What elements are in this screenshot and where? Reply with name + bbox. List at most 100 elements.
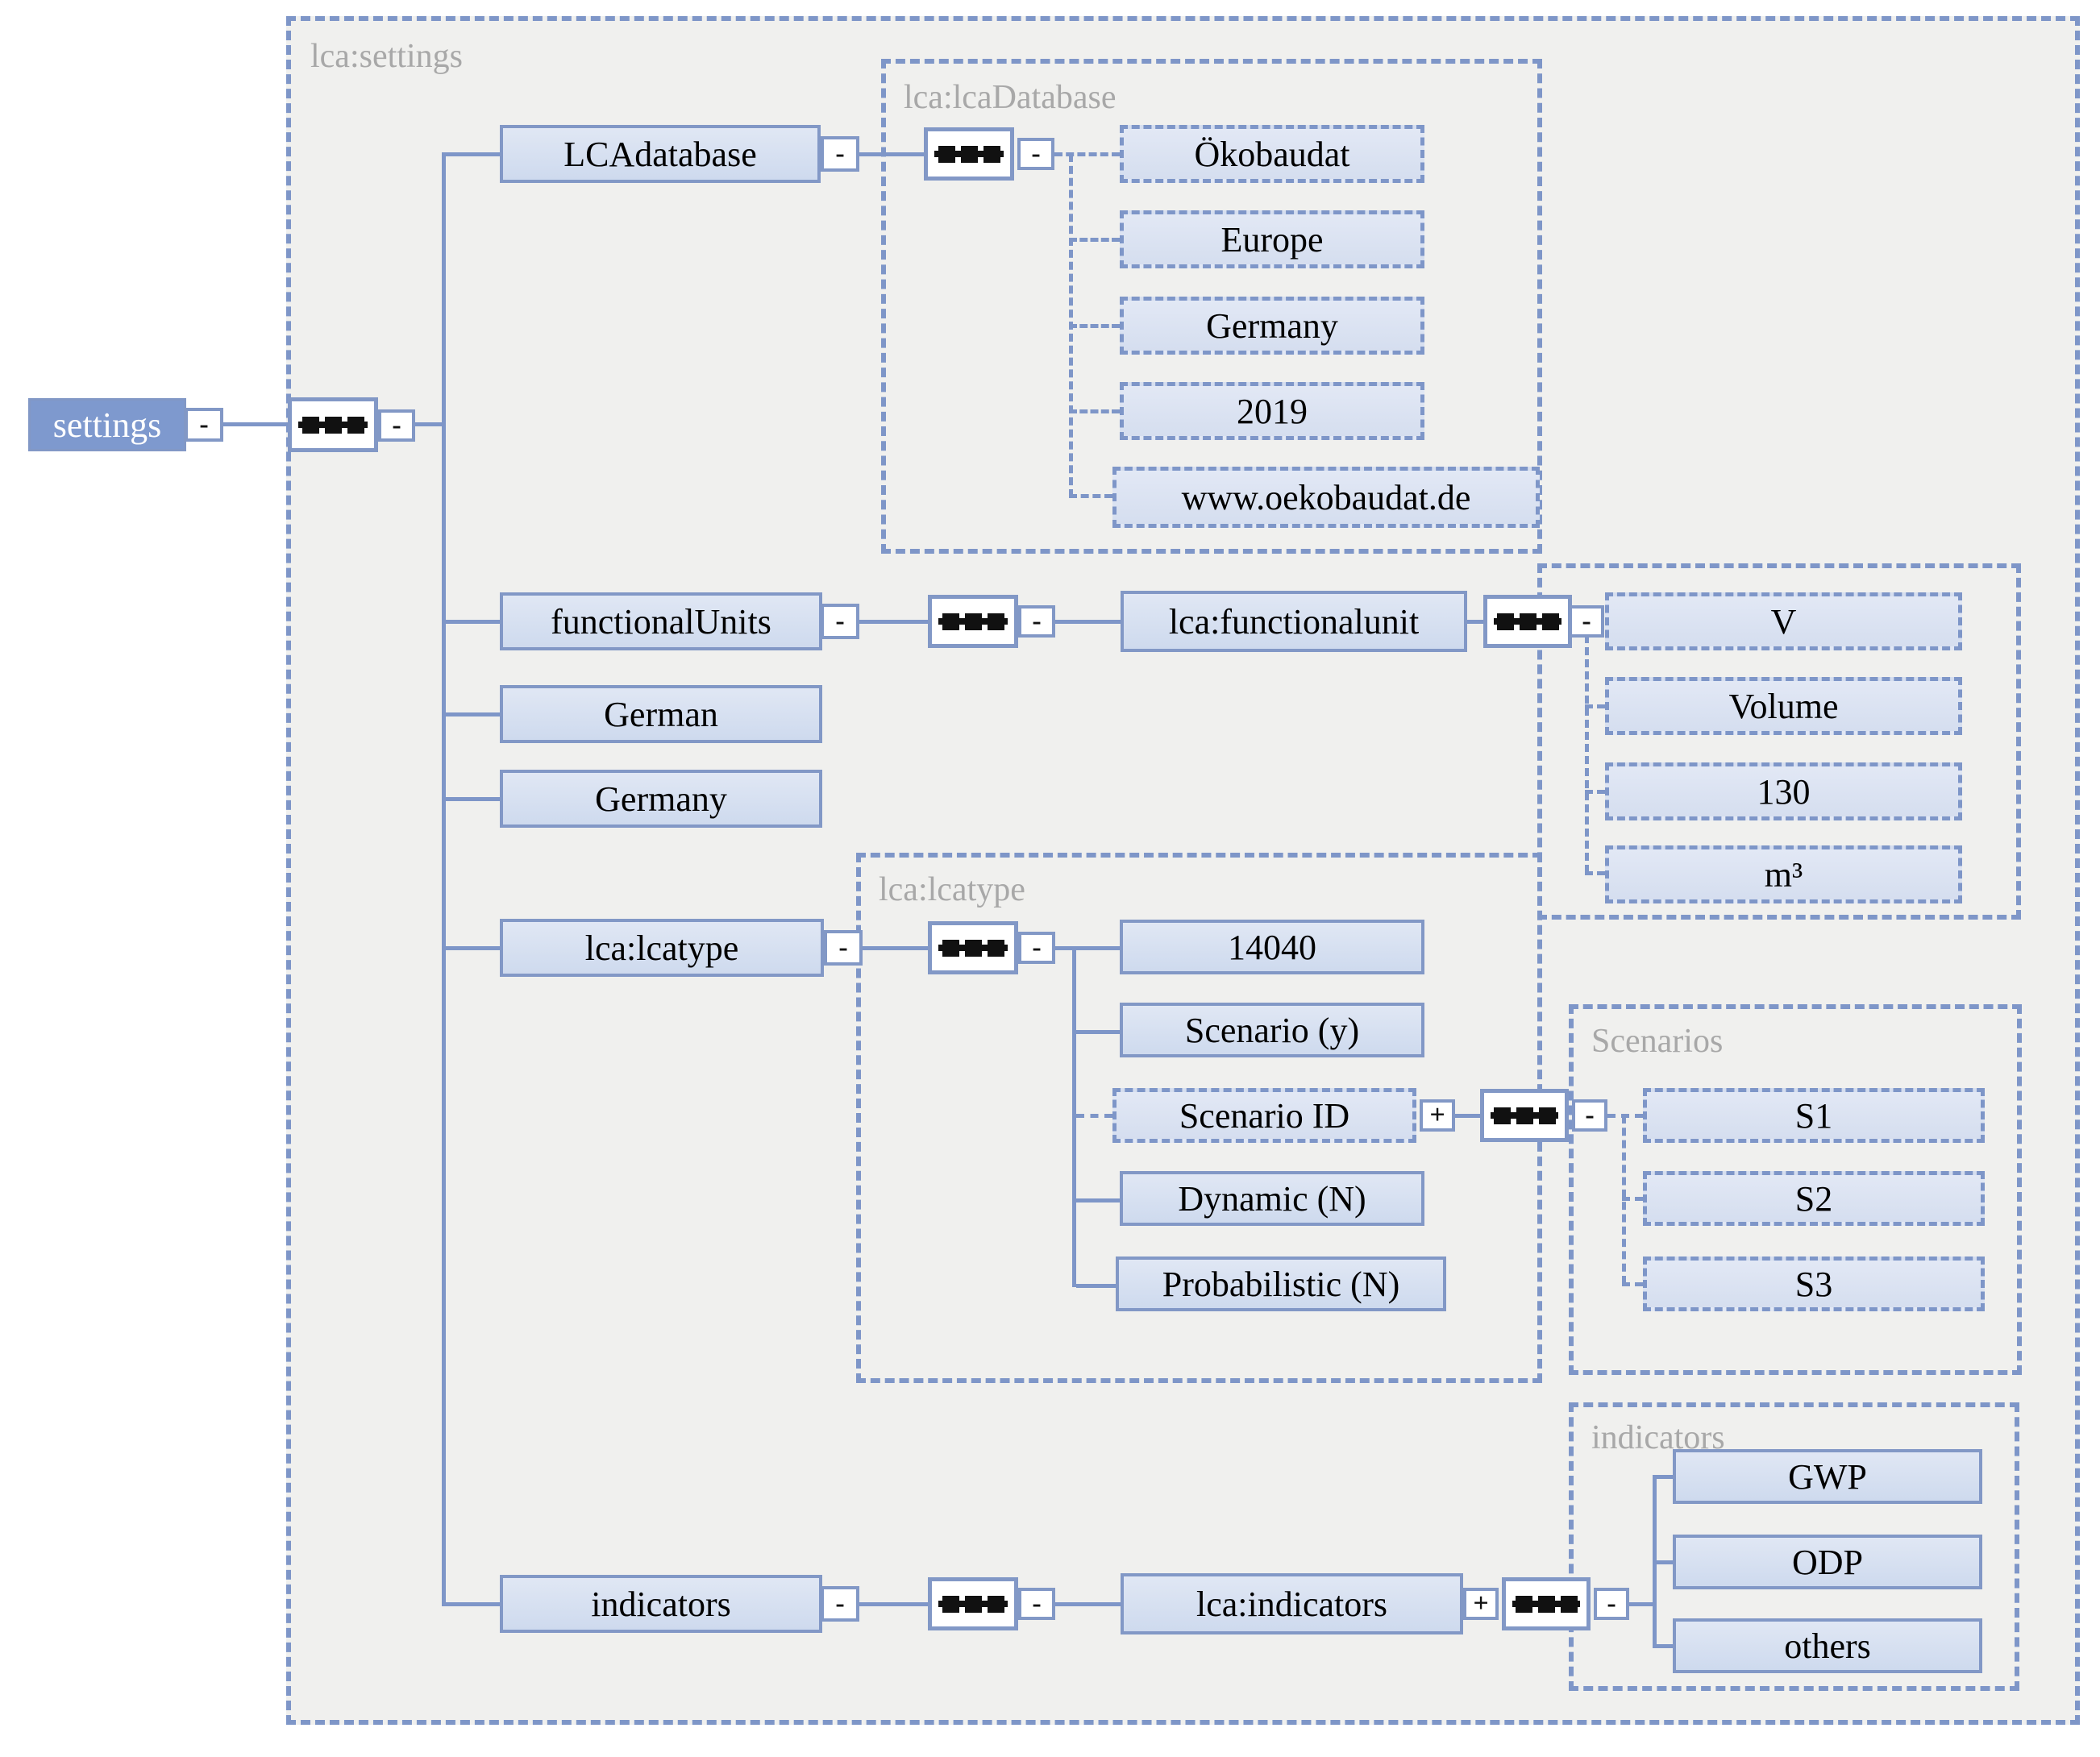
container-lca-lcadatabase-label: lca:lcaDatabase (904, 79, 1117, 116)
value-box-gwp[interactable]: GWP (1673, 1449, 1982, 1504)
sequence-square (964, 613, 982, 630)
connector-line-optional (1069, 409, 1120, 413)
connector-line (863, 946, 928, 950)
connector-line-optional (1069, 238, 1120, 242)
value-box-14040[interactable]: 14040 (1120, 920, 1424, 974)
element-lcadatabase[interactable]: LCAdatabase (500, 125, 821, 183)
element-german[interactable]: German (500, 685, 822, 743)
value-box-europe[interactable]: Europe (1120, 210, 1424, 268)
value-box-others[interactable]: others (1673, 1618, 1982, 1673)
connector-line (859, 1602, 928, 1606)
value-box-dynamic-n[interactable]: Dynamic (N) (1120, 1171, 1424, 1226)
collapse-button[interactable]: - (824, 930, 863, 966)
connector-line-optional (1069, 494, 1112, 498)
connector-line-optional (1069, 324, 1120, 328)
element-germany[interactable]: Germany (500, 770, 822, 828)
expand-button[interactable]: + (1463, 1588, 1499, 1620)
connector-line (1076, 1284, 1116, 1288)
value-box-m3[interactable]: m³ (1605, 845, 1962, 903)
connector-line (442, 620, 500, 624)
connector-line (1455, 1114, 1480, 1118)
value-box-probabilistic-n[interactable]: Probabilistic (N) (1116, 1256, 1446, 1311)
value-box-odp[interactable]: ODP (1673, 1535, 1982, 1589)
connector-line (1653, 1644, 1673, 1648)
connector-line (442, 712, 500, 717)
sequence-square (942, 939, 959, 957)
sequence-square (938, 145, 955, 163)
collapse-button[interactable]: - (185, 408, 223, 442)
value-box-s1[interactable]: S1 (1643, 1088, 1985, 1143)
sequence-icon[interactable] (1480, 1089, 1569, 1142)
value-box-germany[interactable]: Germany (1120, 297, 1424, 355)
collapse-button[interactable]: - (1017, 138, 1054, 170)
collapse-button[interactable]: - (821, 604, 859, 639)
element-functional-units[interactable]: functionalUnits (500, 592, 822, 650)
sequence-square (987, 613, 1004, 630)
sequence-square (1496, 613, 1514, 630)
sequence-square (1519, 613, 1537, 630)
sequence-icon[interactable] (924, 127, 1014, 181)
sequence-square (1560, 1595, 1578, 1613)
value-box-scenario-y[interactable]: Scenario (y) (1120, 1003, 1424, 1057)
connector-line-optional (1585, 704, 1605, 708)
value-box-2019[interactable]: 2019 (1120, 382, 1424, 440)
connector-line-optional (1622, 1197, 1643, 1201)
collapse-button[interactable]: - (1018, 1588, 1055, 1620)
sequence-square (987, 939, 1004, 957)
sequence-square (347, 416, 364, 434)
sequence-icon[interactable] (1483, 595, 1572, 648)
value-box-oekobaudat[interactable]: Ökobaudat (1120, 125, 1424, 183)
sequence-square (1493, 1107, 1511, 1124)
collapse-button[interactable]: - (1594, 1588, 1629, 1620)
sequence-square (1515, 1595, 1532, 1613)
sequence-square (1516, 1107, 1533, 1124)
sequence-icon[interactable] (928, 595, 1018, 648)
value-box-v[interactable]: V (1605, 592, 1962, 650)
sequence-square (964, 939, 982, 957)
sequence-square (324, 416, 342, 434)
element-lca-functionalunit[interactable]: lca:functionalunit (1121, 591, 1467, 652)
collapse-button[interactable]: - (1569, 605, 1604, 638)
element-lcatype[interactable]: lca:lcatype (500, 919, 824, 977)
collapse-button[interactable]: - (1018, 932, 1055, 964)
collapse-button[interactable]: - (821, 136, 859, 172)
connector-line (415, 422, 446, 426)
connector-line-optional (1585, 871, 1605, 875)
container-lca-lcatype-label: lca:lcatype (879, 871, 1025, 908)
element-settings[interactable]: settings (28, 398, 186, 451)
connector-line (442, 152, 500, 156)
element-indicators[interactable]: indicators (500, 1575, 822, 1633)
sequence-icon[interactable] (1502, 1577, 1591, 1630)
expand-button[interactable]: + (1420, 1099, 1455, 1132)
connector-trunk (442, 152, 446, 1605)
sequence-icon[interactable] (928, 1577, 1018, 1630)
connector-line-optional (1076, 1114, 1112, 1118)
connector-line (1055, 946, 1076, 950)
value-box-s3[interactable]: S3 (1643, 1256, 1985, 1311)
collapse-button[interactable]: - (821, 1586, 859, 1622)
connector-line (442, 946, 500, 950)
value-box-s2[interactable]: S2 (1643, 1171, 1985, 1226)
collapse-button[interactable]: - (1572, 1099, 1607, 1132)
connector-line (223, 422, 288, 426)
sequence-square (960, 145, 978, 163)
connector-line (859, 152, 924, 156)
connector-line (1055, 620, 1121, 624)
connector-line-optional (1054, 152, 1120, 156)
container-scenarios-label: Scenarios (1591, 1023, 1724, 1060)
sequence-square (987, 1595, 1004, 1613)
sequence-icon[interactable] (928, 921, 1018, 974)
connector-line (1076, 946, 1120, 950)
value-box-130[interactable]: 130 (1605, 762, 1962, 820)
connector-line-optional (1622, 1282, 1643, 1286)
value-box-oekobaudat-url[interactable]: www.oekobaudat.de (1112, 467, 1540, 528)
value-box-volume[interactable]: Volume (1605, 677, 1962, 735)
value-box-scenario-id[interactable]: Scenario ID (1112, 1088, 1416, 1143)
connector-line (1076, 1198, 1120, 1202)
sequence-square (301, 416, 319, 434)
collapse-button[interactable]: - (378, 409, 415, 442)
element-lca-indicators[interactable]: lca:indicators (1121, 1573, 1463, 1634)
collapse-button[interactable]: - (1018, 605, 1055, 638)
connector-line-optional (1585, 790, 1605, 794)
sequence-icon[interactable] (288, 397, 378, 452)
